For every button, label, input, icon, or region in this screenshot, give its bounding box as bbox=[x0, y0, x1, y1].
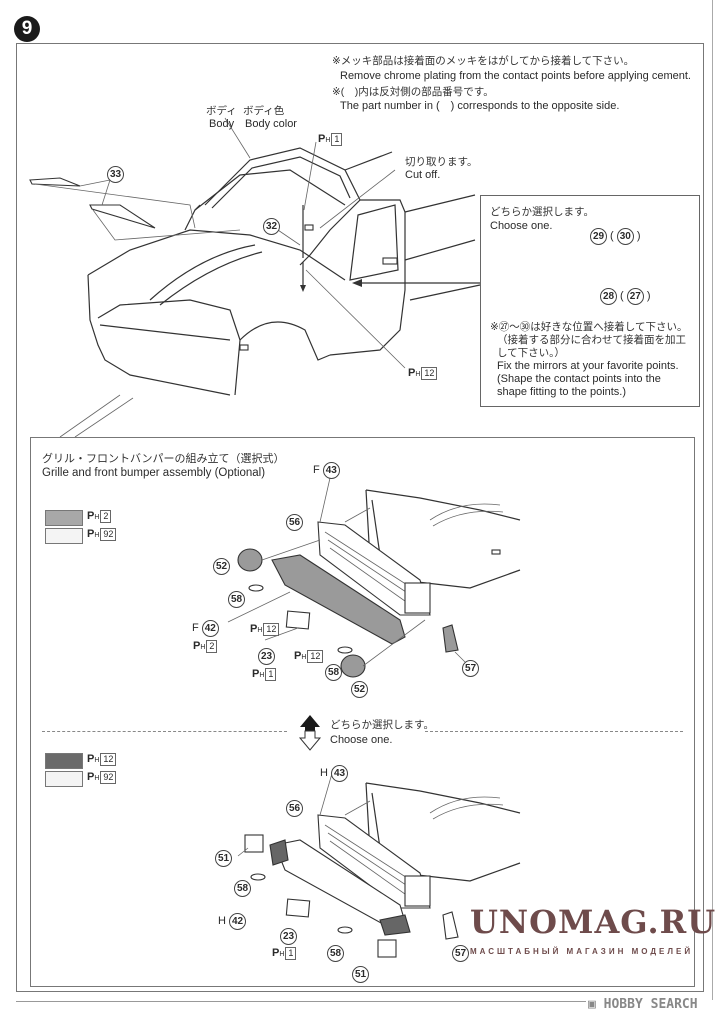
body-color-en: Body color bbox=[245, 118, 297, 130]
legend-f-swatch-1 bbox=[45, 510, 83, 526]
bottom-rule bbox=[16, 1001, 586, 1002]
watermark-brand: UNOMAG.RU bbox=[470, 903, 717, 941]
option-f-bumper: F 42 bbox=[192, 620, 219, 637]
option-divider-right bbox=[425, 731, 683, 732]
source-logo: ▣ HOBBY SEARCH bbox=[588, 997, 698, 1012]
body-color-jp: ボディ色 bbox=[243, 105, 285, 117]
option-f-part-58-right: 58 bbox=[325, 664, 342, 681]
legend-h-swatch-1 bbox=[45, 753, 83, 769]
option-h-part-51-top: 51 bbox=[215, 850, 232, 867]
note-opposite-jp: ※( )内は反対側の部品番号です。 bbox=[332, 86, 494, 98]
option-h-grille: H 43 bbox=[320, 765, 349, 782]
part-33-wiper: 33 bbox=[107, 166, 124, 183]
option-h-part-58-right: 58 bbox=[327, 945, 344, 962]
mirror-note-jp-2: （接着する部分に合わせて接着面を加工 bbox=[497, 334, 686, 346]
step-number-badge: 9 bbox=[14, 16, 40, 42]
option-f-part-57: 57 bbox=[462, 660, 479, 677]
mirror-note-jp-3: して下さい。） bbox=[497, 347, 565, 359]
cut-off-en: Cut off. bbox=[405, 169, 441, 181]
option-f-part-23: 23 bbox=[258, 648, 275, 665]
option-h-part-57: 57 bbox=[452, 945, 469, 962]
option-f-drawing bbox=[227, 477, 521, 678]
note-opposite-en: The part number in ( ) corresponds to th… bbox=[340, 100, 620, 112]
grille-section-frame bbox=[30, 437, 695, 987]
legend-h-swatch-2 bbox=[45, 771, 83, 787]
body-label-jp: ボディ bbox=[206, 105, 237, 117]
mirror-note-jp-1: ※㉗～㉚は好きな位置へ接着して下さい。 bbox=[490, 321, 688, 333]
option-divider-left bbox=[42, 731, 287, 732]
choose-one-jp: どちらか選択します。 bbox=[330, 719, 434, 731]
option-f-part-52-bottom: 52 bbox=[351, 681, 368, 698]
mirror-note-en-1: Fix the mirrors at your favorite points. bbox=[497, 360, 679, 372]
mirror-option-box bbox=[480, 195, 700, 407]
option-h-part-56: 56 bbox=[286, 800, 303, 817]
option-h-bumper: H 42 bbox=[218, 913, 247, 930]
arrow-up-icon bbox=[300, 715, 320, 735]
grille-title-jp: グリル・フロントバンパーの組み立て（選択式） bbox=[42, 453, 285, 465]
legend-f-swatch-2 bbox=[45, 528, 83, 544]
grille-title-en: Grille and front bumper assembly (Option… bbox=[42, 467, 266, 479]
hobby-search-icon: ▣ bbox=[588, 997, 596, 1012]
option-f-grille: F 43 bbox=[313, 462, 340, 479]
mirror-note-en-3: shape fitting to the points.) bbox=[497, 386, 627, 398]
option-f-part-52-top: 52 bbox=[213, 558, 230, 575]
choose-one-en: Choose one. bbox=[330, 734, 393, 746]
watermark-tagline: МАСШТАБНЫЙ МАГАЗИН МОДЕЛЕЙ bbox=[470, 947, 694, 956]
mirror-option-b: 28 ( 27 ) bbox=[600, 288, 651, 305]
option-h-drawing bbox=[237, 769, 521, 958]
mirror-note-en-2: (Shape the contact points into the bbox=[497, 373, 661, 385]
part-32-antenna: 32 bbox=[263, 218, 280, 235]
instruction-frame bbox=[16, 43, 704, 992]
cut-off-jp: 切り取ります。 bbox=[405, 156, 478, 168]
body-label-en: Body bbox=[209, 118, 235, 130]
wiper-drawing bbox=[29, 177, 241, 241]
option-h-part-51-bottom: 51 bbox=[352, 966, 369, 983]
antenna-drawing bbox=[224, 117, 406, 369]
arrow-down-icon bbox=[298, 730, 322, 751]
note-chrome-en: Remove chrome plating from the contact p… bbox=[340, 70, 691, 82]
option-h-part-58-left: 58 bbox=[234, 880, 251, 897]
page-edge-line bbox=[712, 0, 713, 1000]
option-f-part-58-left: 58 bbox=[228, 591, 245, 608]
mirror-option-a: 29 ( 30 ) bbox=[590, 228, 641, 245]
mirror-choose-en: Choose one. bbox=[490, 220, 553, 232]
truck-body-drawing bbox=[87, 147, 481, 396]
option-f-part-56: 56 bbox=[286, 514, 303, 531]
note-chrome-jp: ※メッキ部品は接着面のメッキをはがしてから接着して下さい。 bbox=[332, 55, 635, 67]
mirror-choose-jp: どちらか選択します。 bbox=[490, 206, 594, 218]
option-h-part-23: 23 bbox=[280, 928, 297, 945]
